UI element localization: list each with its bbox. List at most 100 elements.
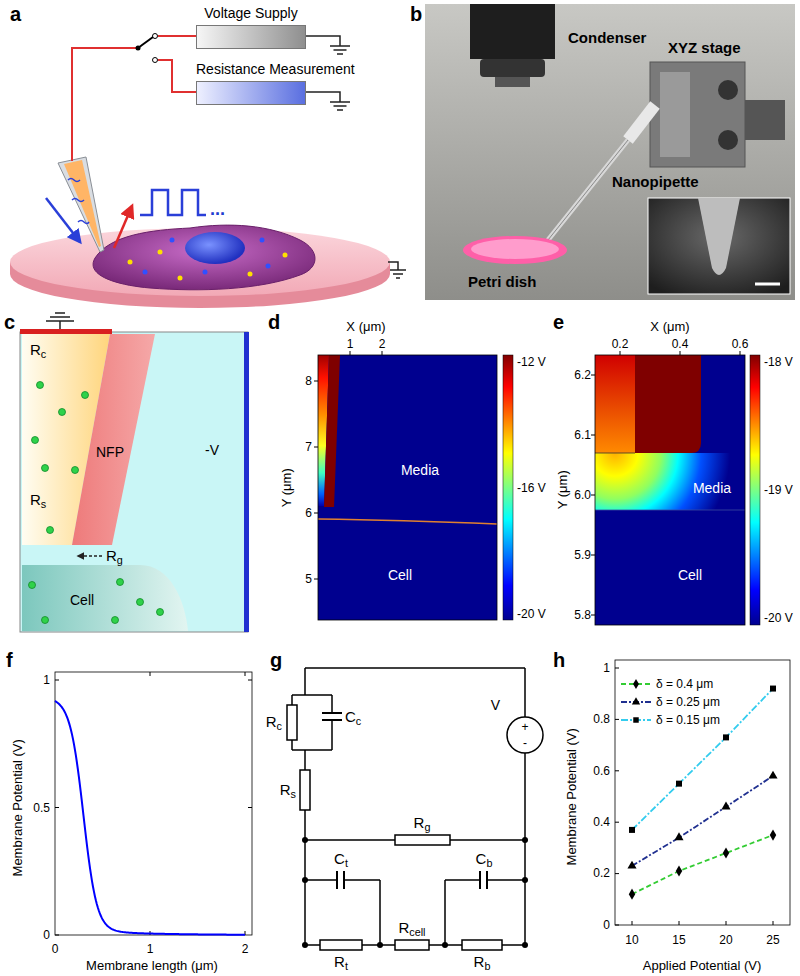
component-label: Rs	[280, 781, 296, 799]
photo-label: Petri dish	[468, 273, 536, 291]
tick-label: 0.5	[33, 801, 50, 815]
tick-label: -20 V	[764, 611, 793, 625]
region-label: Cell	[678, 567, 702, 584]
legend-sample	[620, 712, 652, 728]
ellipsis-mark: ...	[210, 199, 225, 221]
tick-label: -19 V	[764, 483, 793, 497]
tick-label: 0.6	[593, 764, 610, 778]
tick-label: +	[521, 720, 528, 734]
component-label: Ct	[334, 850, 348, 868]
panel-letter: a	[10, 2, 21, 26]
legend-entry: δ = 0.25 μm	[620, 694, 720, 710]
tick-label: 2	[379, 337, 386, 351]
setup-photo	[425, 4, 795, 300]
tick-label: 0.4	[672, 337, 689, 351]
tick-label: 10	[625, 933, 638, 947]
tick-label: 0.4	[593, 815, 610, 829]
potential-map-zoom	[591, 351, 760, 625]
data-marker	[721, 802, 730, 810]
tick-label: -16 V	[517, 481, 546, 495]
tick-label: -	[523, 736, 527, 750]
tick-label: 0	[52, 942, 59, 956]
tick-label: 20	[719, 933, 732, 947]
tick-label: 0.2	[612, 337, 629, 351]
series-line	[632, 835, 773, 894]
data-marker	[723, 847, 729, 858]
data-marker	[674, 832, 683, 840]
panel-letter: d	[268, 310, 280, 334]
tick-label: 1	[347, 337, 354, 351]
applied-potential-plot	[615, 660, 790, 925]
component-label: Rb	[474, 953, 491, 971]
component-label: Cb	[476, 850, 493, 868]
panel-a-illustration	[10, 34, 406, 309]
tick-label: 7	[305, 440, 312, 454]
tick-label: 0.6	[732, 337, 749, 351]
tick-label: 1	[147, 942, 154, 956]
legend-label: δ = 0.4 μm	[656, 677, 713, 691]
series-line	[632, 689, 773, 830]
tick-label: -18 V	[764, 355, 793, 369]
tick-label: 0	[603, 918, 610, 932]
component-label: Rc	[30, 341, 46, 359]
panel-letter: h	[553, 648, 565, 672]
tick-label: 25	[766, 933, 779, 947]
data-marker	[676, 781, 682, 787]
tick-label: 2	[242, 942, 249, 956]
potential-map-wide	[314, 351, 513, 620]
component-label: Rcell	[398, 919, 425, 937]
axis-title: Y (μm)	[555, 470, 571, 509]
tick-label: 1	[43, 673, 50, 687]
legend-entry: δ = 0.4 μm	[620, 676, 713, 692]
tick-label: 0	[43, 928, 50, 942]
gradient-bar	[196, 81, 306, 105]
data-marker	[676, 865, 682, 876]
photo-label: XYZ stage	[668, 39, 741, 57]
axis-title: Membrane length (μm)	[86, 958, 218, 974]
axis-title: Y (μm)	[279, 468, 295, 507]
data-marker	[627, 861, 636, 869]
region-label: Media	[693, 480, 731, 497]
region-label: V	[491, 697, 500, 714]
tick-label: 15	[672, 933, 685, 947]
data-marker	[770, 829, 776, 840]
tick-label: 6.1	[574, 428, 591, 442]
panel-letter: f	[6, 648, 13, 672]
tick-label: 6.0	[574, 488, 591, 502]
axis-title: X (μm)	[346, 319, 385, 335]
data-marker	[629, 889, 635, 900]
tick-label: 5	[305, 572, 312, 586]
box-label: Resistance Measurement	[196, 61, 355, 78]
tick-label: 8	[305, 374, 312, 388]
panel-letter: c	[4, 310, 15, 334]
membrane-potential-plot	[55, 672, 252, 935]
legend-label: δ = 0.25 μm	[656, 695, 720, 709]
region-label: Cell	[388, 567, 412, 584]
tick-label: -12 V	[517, 355, 546, 369]
region-label: -V	[205, 442, 219, 459]
region-label: Cell	[70, 592, 94, 609]
component-label: Rg	[414, 814, 431, 832]
photo-label: Condenser	[568, 29, 646, 47]
instrument-box: Voltage Supply	[196, 4, 306, 49]
legend-sample	[620, 676, 652, 692]
panel-letter: e	[553, 310, 564, 334]
instrument-box: Resistance Measurement	[196, 60, 355, 105]
axis-title: Membrane Potential (V)	[10, 739, 26, 876]
data-marker	[770, 686, 776, 692]
component-label: Rs	[30, 491, 46, 509]
tick-label: 6.2	[574, 368, 591, 382]
tick-label: 0.2	[593, 866, 610, 880]
tick-label: -20 V	[517, 607, 546, 621]
data-marker	[768, 771, 777, 779]
region-label: NFP	[96, 444, 124, 461]
component-label: Cc	[345, 708, 361, 726]
legend-sample	[620, 694, 652, 710]
axis-title: Membrane Potential (V)	[564, 728, 580, 865]
pipette-schematic	[20, 313, 249, 632]
potential-curve	[55, 701, 245, 935]
tick-label: 5.9	[574, 548, 591, 562]
legend-label: δ = 0.15 μm	[656, 713, 720, 727]
component-label: Rg	[106, 547, 123, 565]
